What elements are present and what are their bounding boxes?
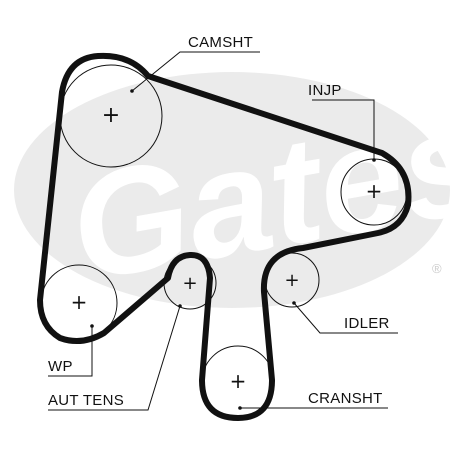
camshaft-label: CAMSHT	[188, 34, 253, 51]
auto-tensioner-leader-dot	[178, 304, 182, 308]
crankshaft-label: CRANSHT	[308, 390, 383, 407]
idler-leader-dot	[292, 301, 296, 305]
auto-tensioner-center-icon: +	[182, 273, 197, 294]
water-pump-label: WP	[48, 358, 73, 375]
idler-center-icon: +	[284, 270, 299, 291]
crankshaft-center-icon: +	[230, 369, 247, 393]
component-labels: CAMSHT INJP IDLER CRANSHT AUT TENS WP	[48, 34, 390, 409]
auto-tensioner-label: AUT TENS	[48, 392, 124, 409]
injection-pump-leader	[312, 99, 375, 160]
leader-lines	[48, 51, 398, 411]
injection-pump-label: INJP	[308, 82, 342, 99]
camshaft-center-icon: +	[102, 103, 120, 128]
idler-leader	[293, 302, 398, 334]
timing-belt	[37, 52, 412, 421]
idler-label: IDLER	[344, 315, 390, 332]
leader-dots	[90, 89, 376, 410]
crankshaft-leader-dot	[238, 406, 242, 410]
pulley-centers: + + + + + +	[71, 103, 383, 393]
injection-pump-leader-dot	[372, 158, 376, 162]
injection-pump-center-icon: +	[366, 179, 383, 203]
water-pump-center-icon: +	[71, 290, 88, 314]
camshaft-leader-dot	[130, 89, 134, 93]
camshaft-leader	[131, 51, 260, 92]
water-pump-leader	[48, 326, 93, 377]
water-pump-leader-dot	[90, 324, 94, 328]
watermark-ellipse	[14, 72, 450, 308]
auto-tensioner-leader	[48, 305, 181, 411]
watermark-registered-mark: ®	[432, 261, 442, 276]
